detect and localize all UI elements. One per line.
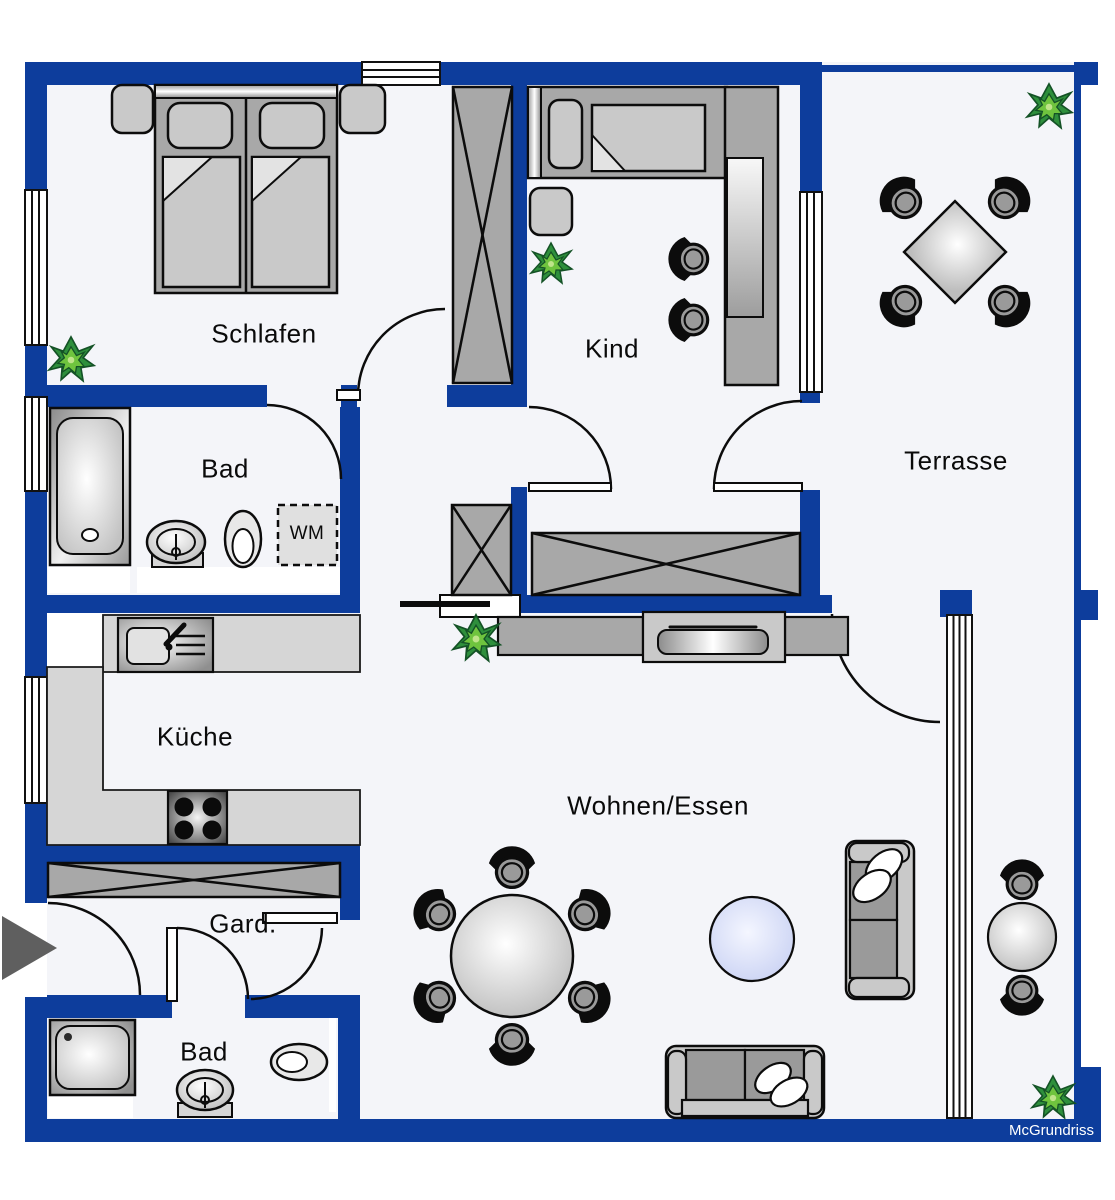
room-label-bad-top: Bad [201, 453, 249, 484]
sofa-icon [664, 1044, 826, 1120]
door-leaf [166, 927, 178, 1002]
door-arc-icon [47, 901, 142, 996]
wall-pillar [1074, 62, 1098, 85]
wall [447, 385, 527, 407]
wall-pillar [1074, 590, 1098, 620]
room-label-garderobe: Gard. [209, 908, 277, 939]
shower-icon [48, 1018, 137, 1097]
doors [47, 307, 941, 1002]
wall [511, 62, 527, 407]
living-room-furniture [403, 610, 916, 1120]
wall [511, 487, 527, 595]
toilet-icon [269, 1042, 329, 1082]
double-bed-icon [153, 83, 339, 295]
nightstand-icon [528, 186, 574, 237]
wall [47, 995, 172, 1018]
nightstand-icon [110, 83, 155, 135]
wall [340, 407, 360, 595]
bath-ledge [137, 567, 340, 593]
wall [245, 995, 340, 1018]
sofa-icon [844, 839, 916, 1001]
wall-pillar [1074, 1067, 1101, 1142]
door-arc-icon [266, 403, 343, 480]
round-table-icon [986, 901, 1058, 973]
wall [338, 995, 360, 1119]
wall-recess [329, 1018, 336, 1112]
dining-table-icon [449, 893, 575, 1019]
terrace-furniture [868, 83, 1076, 1119]
desk-icon [723, 85, 780, 387]
wall [25, 595, 360, 613]
bath-ledge [48, 567, 130, 593]
tv-sideboard-icon [496, 610, 850, 664]
shaft [47, 613, 103, 667]
stove-icon [166, 789, 229, 846]
wall [25, 1119, 1101, 1142]
room-label-bad-bottom: Bad [180, 1036, 228, 1067]
wall [800, 392, 820, 403]
wall [800, 62, 822, 192]
wall [25, 845, 360, 867]
door-arc-icon [528, 405, 613, 490]
bathtub-icon [48, 406, 132, 567]
bedroom-furniture [48, 83, 514, 385]
wardrobe-icon [46, 861, 342, 899]
watermark: McGrundriss [1008, 1122, 1094, 1139]
door-arc-icon [356, 307, 446, 397]
wardrobe-icon [450, 503, 513, 597]
window-icon [946, 614, 973, 1119]
kitchen-furniture [46, 614, 361, 846]
room-label-kind: Kind [584, 333, 640, 364]
wardrobe-icon [451, 85, 514, 385]
terrace-table-icon [902, 199, 1008, 305]
tv-icon [657, 629, 769, 655]
wall [511, 595, 832, 613]
single-bed-icon [526, 85, 729, 180]
hall-furniture [46, 503, 802, 899]
pillow-icon [258, 101, 326, 150]
wall [800, 490, 820, 595]
kitchen-counter-icon [46, 666, 361, 846]
toilet-icon [223, 509, 263, 569]
washing-machine-label: WM [289, 523, 325, 544]
room-label-schlafen: Schlafen [211, 318, 317, 349]
nightstand-icon [338, 83, 387, 135]
bath-ledge [48, 1097, 133, 1118]
door-arc-icon [712, 399, 803, 490]
window-icon [799, 191, 823, 393]
kids-room-furniture [526, 85, 780, 387]
room-label-terrasse: Terrasse [904, 445, 1008, 476]
wall [340, 845, 360, 920]
terrace-border [820, 65, 1081, 72]
sink-icon [145, 519, 207, 568]
pillow-icon [852, 868, 892, 904]
room-label-kueche: Küche [156, 721, 234, 752]
door-arc-icon [176, 926, 250, 1000]
window-icon [24, 189, 48, 346]
window-icon [361, 61, 441, 86]
rug-icon [708, 895, 796, 983]
pillow-icon [166, 101, 234, 150]
kitchen-sink-icon [116, 616, 215, 674]
window-icon [24, 396, 48, 492]
wardrobe-icon [530, 531, 802, 597]
pillow-icon [547, 98, 584, 170]
room-label-wohnen-essen: Wohnen/Essen [567, 790, 749, 821]
entrance-arrow-icon [2, 916, 57, 980]
wall [940, 590, 972, 617]
bathroom-top-fixtures [48, 406, 339, 569]
bathroom-bottom-fixtures [48, 1018, 329, 1118]
wall [47, 385, 267, 407]
door-leaf [336, 389, 361, 401]
pillow-icon [769, 1076, 809, 1108]
door-leaf [262, 912, 338, 924]
door-arc-icon [250, 927, 324, 1001]
sink-icon [175, 1068, 235, 1118]
door-threshold [528, 482, 612, 492]
washing-machine-icon [276, 503, 339, 567]
door-threshold [713, 482, 803, 492]
window-icon [24, 676, 48, 804]
